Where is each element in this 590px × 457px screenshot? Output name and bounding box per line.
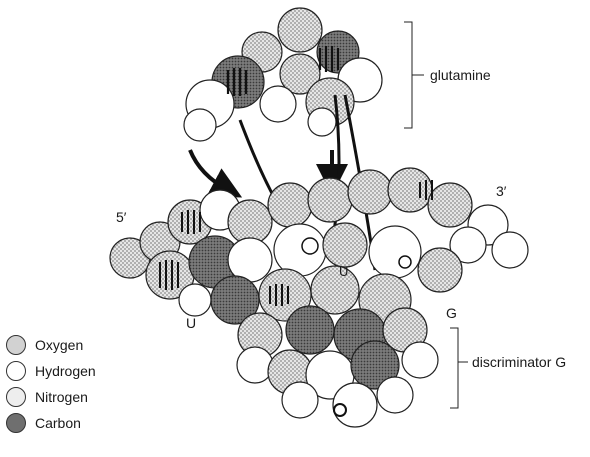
discriminator-label: discriminator G: [472, 354, 566, 370]
u-center-label: U: [339, 264, 348, 279]
atom-legend: Oxygen Hydrogen Nitrogen Carbon: [6, 332, 126, 436]
oxygen-swatch: [6, 335, 26, 355]
g-right-label: G: [446, 305, 457, 321]
hydrogen-swatch: [6, 361, 26, 381]
legend-item-oxygen: Oxygen: [6, 332, 126, 358]
legend-item-carbon: Carbon: [6, 410, 126, 436]
three-prime-label: 3′: [496, 183, 507, 199]
legend-label: Carbon: [35, 415, 81, 431]
discriminator-bracket: [450, 328, 468, 408]
legend-label: Nitrogen: [35, 389, 88, 405]
legend-item-hydrogen: Hydrogen: [6, 358, 126, 384]
legend-item-nitrogen: Nitrogen: [6, 384, 126, 410]
glutamine-molecule: [184, 8, 382, 141]
u-left-label: U: [186, 315, 196, 331]
five-prime-label: 5′: [116, 209, 127, 225]
trna-model: [110, 168, 528, 427]
legend-label: Hydrogen: [35, 363, 96, 379]
legend-label: Oxygen: [35, 337, 83, 353]
glutamine-bracket: [404, 22, 424, 128]
carbon-swatch: [6, 413, 26, 433]
nitrogen-swatch: [6, 387, 26, 407]
glutamine-label: glutamine: [430, 67, 491, 83]
